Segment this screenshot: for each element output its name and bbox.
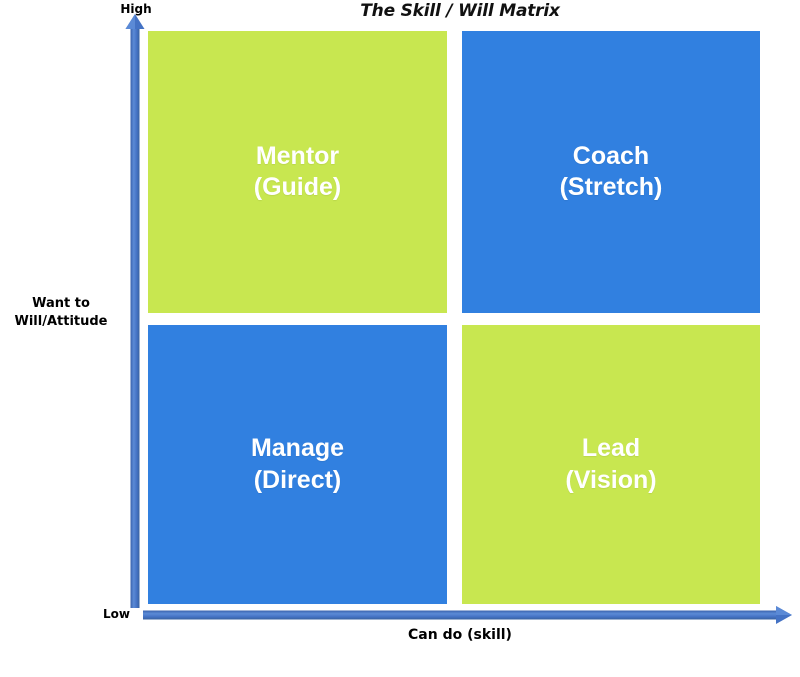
quadrant-manage-label: Manage (Direct): [251, 433, 344, 496]
y-axis-title-line2: Will/Attitude: [14, 313, 108, 329]
page-title: The Skill / Will Matrix: [360, 1, 560, 21]
x-axis-title: Can do (skill): [408, 627, 512, 643]
y-axis-high-label: High: [120, 2, 152, 16]
y-axis-low-label: Low: [103, 607, 130, 621]
quadrant-coach-subtitle: (Stretch): [559, 173, 663, 201]
y-axis-arrow: [124, 14, 146, 608]
quadrant-mentor-label: Mentor (Guide): [254, 141, 342, 204]
quadrant-lead-label: Lead (Vision): [565, 433, 656, 496]
quadrant-coach-label: Coach (Stretch): [560, 141, 663, 204]
quadrant-lead[interactable]: Lead (Vision): [462, 325, 760, 604]
quadrant-mentor[interactable]: Mentor (Guide): [148, 31, 447, 313]
x-axis-arrow: [143, 605, 793, 629]
quadrant-coach[interactable]: Coach (Stretch): [462, 31, 760, 313]
quadrant-mentor-subtitle: (Guide): [253, 173, 342, 201]
y-axis-title-line1: Want to: [32, 296, 90, 311]
x-axis-arrow-icon: [143, 606, 792, 624]
quadrant-manage-subtitle: (Direct): [253, 465, 342, 494]
quadrant-manage-title: Manage: [250, 434, 345, 462]
quadrant-coach-title: Coach: [572, 141, 650, 170]
quadrant-lead-title: Lead: [581, 434, 641, 462]
quadrant-manage[interactable]: Manage (Direct): [148, 325, 447, 604]
y-axis-title: Want to Will/Attitude: [0, 295, 122, 330]
quadrant-mentor-title: Mentor: [255, 141, 340, 170]
quadrant-lead-subtitle: (Vision): [565, 465, 657, 494]
y-axis-arrow-icon: [125, 14, 145, 608]
